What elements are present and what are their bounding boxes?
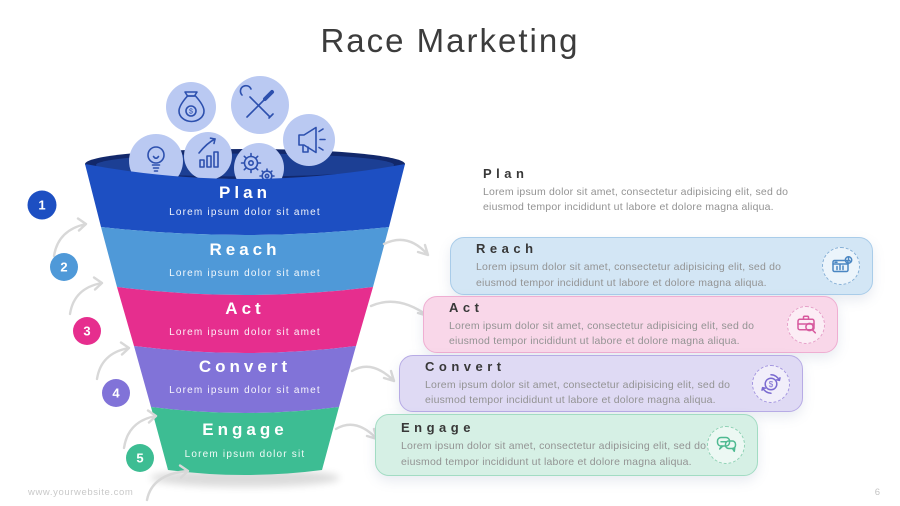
funnel-stage-reach xyxy=(101,227,389,295)
detail-plan-body: Lorem ipsum dolor sit amet, consectetur … xyxy=(483,186,789,214)
money-bag-icon-circle xyxy=(166,82,216,132)
arrow-to-act xyxy=(369,300,430,318)
badge-1-number: 1 xyxy=(38,198,45,213)
detail-card-act: Act Lorem ipsum dolor sit amet, consecte… xyxy=(423,296,838,353)
detail-card-reach: Reach Lorem ipsum dolor sit amet, consec… xyxy=(450,237,873,295)
page-title: Race Marketing xyxy=(320,22,580,59)
megaphone-icon-circle xyxy=(283,114,335,166)
funnel-stages xyxy=(85,164,405,475)
funnel-stage-convert xyxy=(134,346,356,413)
funnel-shadow xyxy=(150,469,340,487)
detail-card-convert: Convert Lorem ipsum dolor sit amet, cons… xyxy=(399,355,803,412)
funnel-stage-plan xyxy=(85,164,405,235)
briefcase-search-icon xyxy=(787,305,825,344)
step-arrow-3 xyxy=(95,341,131,381)
step-arrow-2 xyxy=(68,276,104,316)
detail-card-engage: Engage Lorem ipsum dolor sit amet, conse… xyxy=(375,414,758,476)
dollar-cycle-icon: $ xyxy=(752,364,790,403)
badge-2-number: 2 xyxy=(60,260,67,275)
megaphone-icon xyxy=(298,126,326,154)
funnel-top-icon-glyphs: $ xyxy=(147,84,326,184)
detail-reach-heading: Reach xyxy=(476,241,538,257)
badge-5-number: 5 xyxy=(136,451,143,466)
growth-chart-icon xyxy=(198,137,219,168)
tools-icon xyxy=(239,84,274,119)
step-arrow-4 xyxy=(122,409,158,450)
badge-4-circle xyxy=(102,379,130,407)
detail-convert-heading: Convert xyxy=(425,358,506,374)
chat-bubbles-icon xyxy=(707,426,745,464)
svg-text:$: $ xyxy=(769,379,774,388)
svg-text:$: $ xyxy=(189,109,193,116)
detail-engage-heading: Engage xyxy=(401,420,475,436)
left-step-arrows xyxy=(52,217,190,502)
arrow-to-engage xyxy=(334,423,379,441)
detail-act-body: Lorem ipsum dolor sit amet, consectetur … xyxy=(449,319,755,347)
detail-act-heading: Act xyxy=(449,299,484,315)
badge-3-number: 3 xyxy=(83,324,90,339)
funnel-stage-act xyxy=(117,287,373,353)
money-bag-icon: $ xyxy=(178,91,205,123)
badge-5-circle xyxy=(126,444,154,472)
website-link: www.yourwebsite.com xyxy=(28,487,134,498)
badge-4-number: 4 xyxy=(112,386,120,401)
badge-1-circle xyxy=(27,190,57,220)
page-number: 6 xyxy=(874,487,880,498)
badge-2-circle xyxy=(50,253,78,281)
detail-convert-body: Lorem ipsum dolor sit amet, consectetur … xyxy=(425,378,731,406)
detail-reach-body: Lorem ipsum dolor sit amet, consectetur … xyxy=(476,261,782,289)
detail-plan: Plan Lorem ipsum dolor sit amet, consect… xyxy=(483,166,818,215)
stage-badges: 1 2 3 4 5 xyxy=(27,190,154,472)
detail-engage-body: Lorem ipsum dolor sit amet, consectetur … xyxy=(401,440,707,468)
detail-plan-heading: Plan xyxy=(483,166,529,181)
lightbulb-icon xyxy=(147,146,165,172)
detail-link-arrows xyxy=(334,238,430,441)
analytics-window-icon xyxy=(822,247,860,285)
arrow-to-reach xyxy=(382,238,430,257)
step-arrow-5 xyxy=(145,464,190,502)
step-arrow-1 xyxy=(52,217,88,258)
arrow-to-convert xyxy=(350,365,396,383)
funnel-stage-engage xyxy=(151,407,339,475)
gears-icon xyxy=(240,152,275,184)
badge-3-circle xyxy=(73,317,101,345)
